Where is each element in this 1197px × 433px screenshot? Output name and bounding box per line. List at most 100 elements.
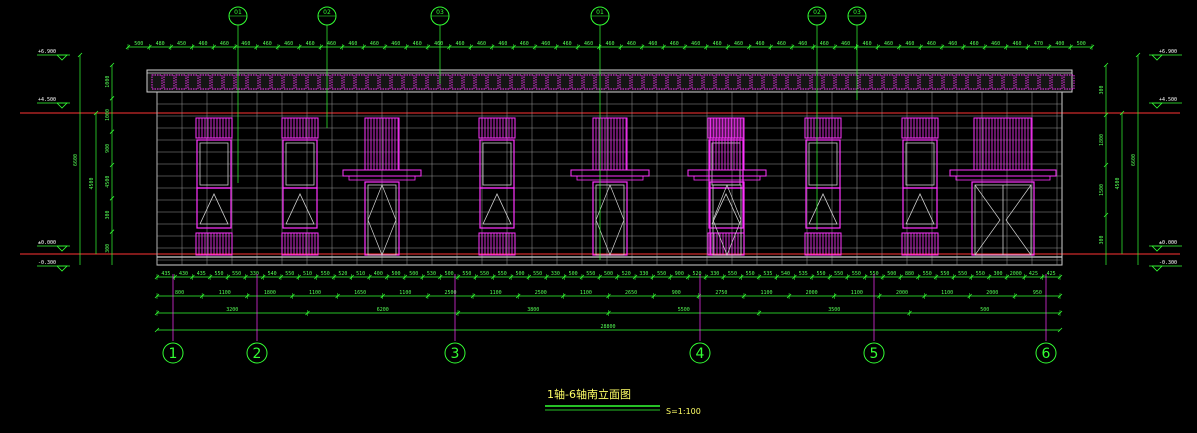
- bottom-dim-1-label: 900: [675, 271, 684, 277]
- bottom-dim-2-label: 1100: [580, 290, 592, 296]
- cornice-panel: [595, 74, 607, 90]
- top-dim-label: 500: [134, 41, 143, 47]
- bottom-dim-1-label: 535: [799, 271, 808, 277]
- cornice-panel: [895, 74, 907, 90]
- door-canopy-lower: [955, 175, 1051, 181]
- axis-bubble: [689, 342, 711, 364]
- cornice-panel: [571, 74, 583, 90]
- bottom-dim-1-label: 435: [161, 271, 170, 277]
- door-canopy: [570, 169, 650, 177]
- bottom-dim-1-label: 510: [303, 271, 312, 277]
- bottom-dim-1-label: 500: [569, 271, 578, 277]
- cornice-panel: [259, 74, 271, 90]
- bottom-dim-2-label: 2500: [444, 290, 456, 296]
- bottom-dim-1-label: 550: [285, 271, 294, 277]
- bottom-dim-1-label: 550: [816, 271, 825, 277]
- cornice-panel: [967, 74, 979, 90]
- cornice-panel: [235, 74, 247, 90]
- cornice-panel: [475, 74, 487, 90]
- cornice-panel: [187, 74, 199, 90]
- top-dim-label: 460: [584, 41, 593, 47]
- cornice-panel: [367, 74, 379, 90]
- window-lower-frame: [282, 187, 318, 229]
- bottom-dim-1-label: 400: [374, 271, 383, 277]
- window-lower-frame: [805, 187, 841, 229]
- bottom-dim-1-label: 550: [852, 271, 861, 277]
- top-dim-label: 460: [370, 41, 379, 47]
- cornice-panel: [1027, 74, 1039, 90]
- cornice-panel: [487, 74, 499, 90]
- bottom-dim-1-label: 330: [639, 271, 648, 277]
- bottom-dim-1-label: 550: [657, 271, 666, 277]
- top-dim-label: 460: [198, 41, 207, 47]
- bottom-dim-2-label: 1100: [490, 290, 502, 296]
- top-dim-label: 460: [563, 41, 572, 47]
- bottom-dim-2-label: 1650: [354, 290, 366, 296]
- right-vdim-inner-tick: [1103, 162, 1109, 168]
- bottom-dim-1-label: 430: [179, 271, 188, 277]
- left-vdim-inner-label: 4500: [105, 176, 111, 188]
- bottom-dim-2-label: 1100: [309, 290, 321, 296]
- cornice-panel: [679, 74, 691, 90]
- bottom-dim-1-label: 520: [338, 271, 347, 277]
- cornice-panel: [403, 74, 415, 90]
- window-opening-sign: [808, 193, 838, 225]
- cornice-panel: [643, 74, 655, 90]
- axis-bubble: [246, 342, 268, 364]
- bottom-dim-1-label: 550: [586, 271, 595, 277]
- cornice-panel: [835, 74, 847, 90]
- bottom-dim-1-label: 540: [268, 271, 277, 277]
- top-dim-label: 460: [284, 41, 293, 47]
- window-glass: [285, 142, 315, 186]
- bottom-dim-2-label: 2000: [806, 290, 818, 296]
- bottom-dim-1-label: 550: [232, 271, 241, 277]
- top-dim-label: 460: [220, 41, 229, 47]
- bottom-dim-1-label: 550: [923, 271, 932, 277]
- window-glass: [482, 142, 512, 186]
- bottom-dim-3-label: 500: [980, 307, 989, 313]
- level-triangle: [1151, 265, 1163, 272]
- cornice-panel: [991, 74, 1003, 90]
- bottom-dim-1-label: 510: [356, 271, 365, 277]
- level-triangle: [1151, 102, 1163, 109]
- bottom-dim-1-label: 500: [445, 271, 454, 277]
- top-dim-label: 460: [413, 41, 422, 47]
- top-dim-label: 460: [820, 41, 829, 47]
- cornice-panel: [907, 74, 919, 90]
- bottom-dim-1-label: 550: [958, 271, 967, 277]
- cornice-panel: [715, 74, 727, 90]
- axis-label: 5: [870, 346, 879, 362]
- top-dim-label: 400: [1055, 41, 1064, 47]
- level-value: +4.500: [38, 97, 56, 103]
- right-vdim-inner-label: 1800: [1099, 134, 1105, 146]
- cornice-panel: [799, 74, 811, 90]
- top-dim-label: 480: [156, 41, 165, 47]
- bottom-dim-3-label: 6200: [377, 307, 389, 313]
- door-swing-sign: [367, 184, 397, 256]
- level-triangle: [56, 245, 68, 252]
- cornice-panel: [943, 74, 955, 90]
- axis-bubble: [444, 342, 466, 364]
- bottom-dim-1-label: 550: [480, 271, 489, 277]
- cornice-panel: [295, 74, 307, 90]
- left-vdim-inner-tick: [109, 196, 115, 201]
- door-swing-sign: [1005, 184, 1032, 256]
- cornice-panel: [727, 74, 739, 90]
- cornice-panel: [271, 74, 283, 90]
- window-lower-frame: [902, 187, 938, 229]
- window-opening-sign: [905, 193, 935, 225]
- door-canopy-lower: [348, 175, 416, 181]
- left-vdim-mid-label: 4500: [89, 177, 95, 189]
- top-dim-label: 460: [605, 41, 614, 47]
- cornice-panel: [1039, 74, 1051, 90]
- louver-panel: [709, 117, 745, 171]
- bottom-dim-1-label: 550: [728, 271, 737, 277]
- top-dim-label: 460: [970, 41, 979, 47]
- cornice-panel: [559, 74, 571, 90]
- door-canopy: [949, 169, 1057, 177]
- cornice-panel: [283, 74, 295, 90]
- left-vdim-mid-tick: [93, 110, 99, 116]
- right-vdim-inner-tick: [1103, 212, 1109, 218]
- axis-label: 3: [451, 346, 460, 362]
